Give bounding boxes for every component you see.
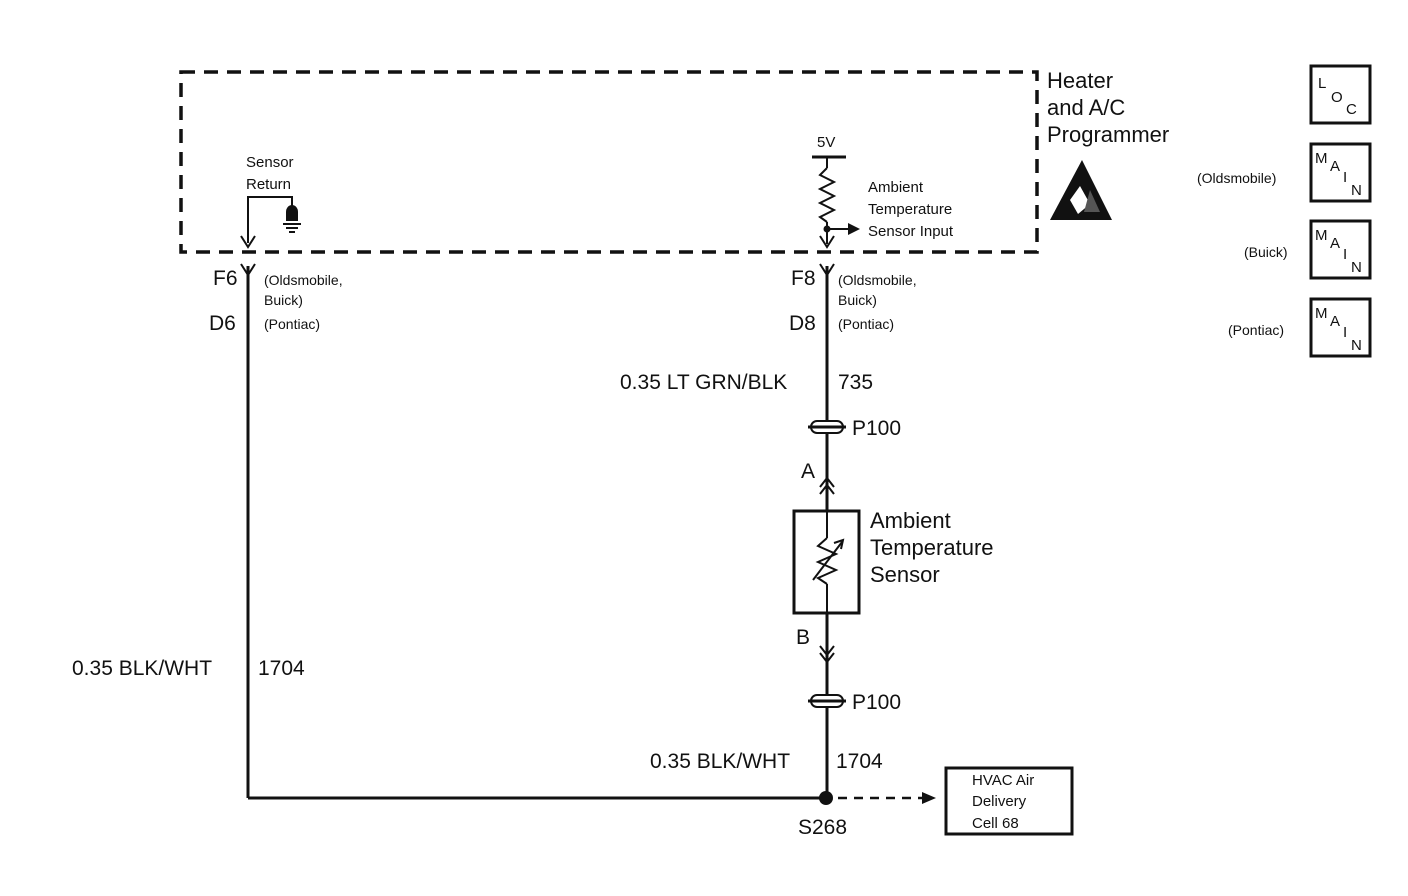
pin-f6-note-line2: Buick) xyxy=(264,292,303,308)
svg-text:C: C xyxy=(1346,101,1357,118)
upper-wire-color-label: 0.35 LT GRN/BLK xyxy=(620,371,787,394)
thermistor-icon xyxy=(815,537,839,585)
sensor-label-line2: Temperature xyxy=(870,535,994,560)
hvac-reference-line3: Cell 68 xyxy=(972,815,1019,832)
sensor-return-label-line2: Return xyxy=(246,176,291,193)
p100-top-label: P100 xyxy=(852,417,901,440)
svg-text:O: O xyxy=(1331,89,1343,106)
splice-s268-label: S268 xyxy=(798,816,847,839)
svg-text:A: A xyxy=(1330,158,1340,175)
pin-d6-label: D6 xyxy=(209,312,236,335)
pin-f8-note-line2: Buick) xyxy=(838,292,877,308)
hvac-reference-line2: Delivery xyxy=(972,793,1027,810)
pin-f6-note-line1: (Oldsmobile, xyxy=(264,272,343,288)
input-label-line3: Sensor Input xyxy=(868,223,954,240)
left-wire-color-label: 0.35 BLK/WHT xyxy=(72,657,212,680)
pin-d8-label: D8 xyxy=(789,312,816,335)
pin-f8-arrow-icon xyxy=(819,235,835,249)
programmer-title-line3: Programmer xyxy=(1047,122,1169,147)
pin-d8-note: (Pontiac) xyxy=(838,316,894,332)
input-label-line1: Ambient xyxy=(868,179,924,196)
main-pontiac-caption: (Pontiac) xyxy=(1228,322,1284,338)
pin-f8-note-line1: (Oldsmobile, xyxy=(838,272,917,288)
programmer-title-line2: and A/C xyxy=(1047,95,1125,120)
p100-bottom-connector-icon xyxy=(808,694,846,708)
sensor-pin-b-arrow-icon xyxy=(819,645,835,657)
svg-text:N: N xyxy=(1351,259,1362,276)
left-circuit-number: 1704 xyxy=(258,657,305,680)
main-oldsmobile-caption: (Oldsmobile) xyxy=(1197,170,1276,186)
sensor-label-line1: Ambient xyxy=(870,508,951,533)
reference-arrow-icon xyxy=(922,792,936,804)
supply-voltage-label: 5V xyxy=(817,134,835,151)
svg-text:N: N xyxy=(1351,337,1362,354)
svg-text:A: A xyxy=(1330,313,1340,330)
pin-f6-arrow-icon xyxy=(240,235,256,249)
sensor-pin-a-arrow2-icon xyxy=(819,483,835,495)
svg-text:I: I xyxy=(1343,324,1347,341)
p100-bottom-label: P100 xyxy=(852,691,901,714)
programmer-boundary xyxy=(179,70,1039,254)
lower-wire-color-label: 0.35 BLK/WHT xyxy=(650,750,790,773)
pin-d6-note: (Pontiac) xyxy=(264,316,320,332)
thermistor-arrow-head xyxy=(833,538,845,550)
sensor-pin-b-label: B xyxy=(796,626,810,649)
splice-s268-dot xyxy=(819,791,833,805)
svg-text:L: L xyxy=(1318,75,1326,92)
main-buick-caption: (Buick) xyxy=(1244,244,1288,260)
programmer-title-line1: Heater xyxy=(1047,68,1113,93)
main-oldsmobile-icon: M A I N xyxy=(1309,142,1372,203)
p100-top-connector-icon xyxy=(808,420,846,434)
thermistor-arrow-line xyxy=(812,541,843,581)
svg-text:M: M xyxy=(1315,150,1328,167)
pin-f8-label: F8 xyxy=(791,267,816,290)
pullup-resistor-icon xyxy=(817,167,837,223)
svg-text:N: N xyxy=(1351,182,1362,199)
upper-circuit-number: 735 xyxy=(838,371,873,394)
sensor-pin-b-arrow2-icon xyxy=(819,652,835,664)
svg-text:I: I xyxy=(1343,246,1347,263)
sensor-return-label-line1: Sensor xyxy=(246,154,294,171)
sensor-pin-a-label: A xyxy=(801,460,815,483)
input-label-line2: Temperature xyxy=(868,201,952,218)
lower-circuit-number: 1704 xyxy=(836,750,883,773)
loc-icon: L O C xyxy=(1309,64,1372,125)
main-pontiac-icon: M A I N xyxy=(1309,297,1372,358)
hvac-reference-line1: HVAC Air xyxy=(972,772,1034,789)
pin-f6-label: F6 xyxy=(213,267,238,290)
esd-warning-icon xyxy=(1050,160,1112,220)
sensor-label-line3: Sensor xyxy=(870,562,940,587)
sensor-pin-a-arrow-icon xyxy=(819,476,835,488)
main-buick-icon: M A I N xyxy=(1309,219,1372,280)
svg-text:M: M xyxy=(1315,305,1328,322)
svg-text:M: M xyxy=(1315,227,1328,244)
sensor-return-wire xyxy=(247,196,293,243)
hvac-reference-box[interactable] xyxy=(944,766,1074,836)
input-arrow-icon xyxy=(848,223,860,235)
svg-text:A: A xyxy=(1330,235,1340,252)
svg-text:I: I xyxy=(1343,169,1347,186)
ground-icon xyxy=(283,205,301,233)
